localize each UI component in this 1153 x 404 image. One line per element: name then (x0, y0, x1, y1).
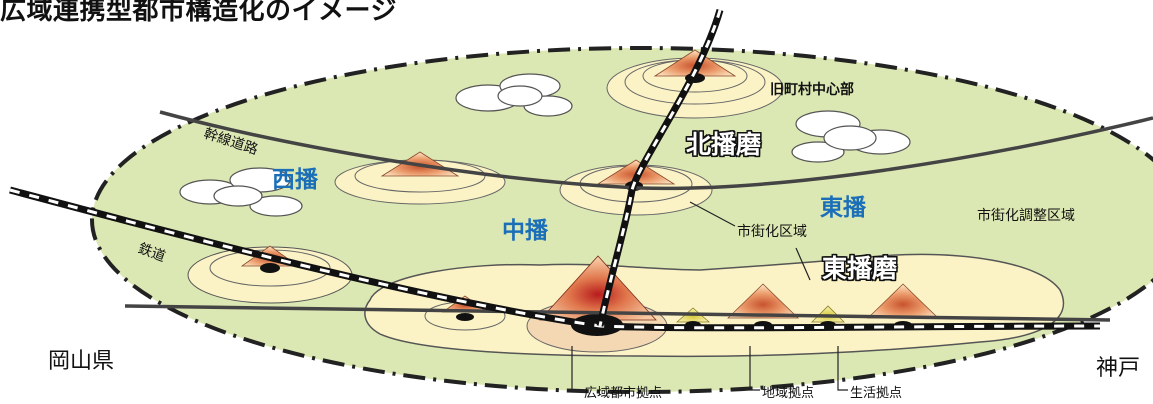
page-title: 広域連携型都市構造化のイメージ (0, 0, 397, 26)
region-kitaharima: 北播磨 (686, 130, 762, 159)
region-higashiharima-area: 東播磨 (822, 254, 898, 283)
trunk-roads (124, 110, 1153, 322)
label-kobe: 神戸 (1096, 356, 1141, 381)
village-cluster-north (455, 73, 573, 117)
region-nishiharima: 西播 (272, 167, 318, 193)
hub-north (606, 49, 784, 119)
region-nakaharima: 中播 (502, 218, 548, 244)
legend-regional-hub: 地域拠点 (762, 386, 815, 401)
railways (9, 9, 1101, 332)
legend-living-hub: 生活拠点 (850, 386, 903, 401)
label-former-village-centers: 旧町村中心部 (770, 82, 854, 98)
label-urbanization-area: 市街化区域 (737, 224, 807, 240)
leader-lines (571, 201, 848, 391)
label-urbanization-control-area: 市街化調整区域 (977, 208, 1075, 224)
village-cluster-west (179, 167, 303, 217)
village-cluster-northeast (791, 110, 911, 163)
region-higashiharima: 東播 (820, 195, 866, 221)
legend-wide-area-hub: 広域都市拠点 (584, 386, 663, 401)
label-okayama: 岡山県 (48, 349, 115, 374)
